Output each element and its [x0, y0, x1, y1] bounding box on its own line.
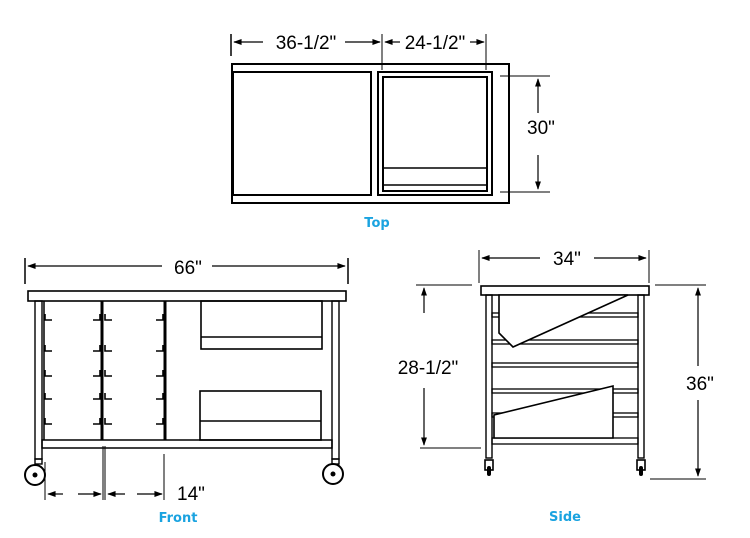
dim-label-inner-height: 28-1/2"	[398, 358, 459, 379]
side-caster-right	[636, 459, 646, 476]
tray-slides	[44, 314, 164, 425]
left-bay-outline	[232, 71, 372, 196]
dim-label-overall-height: 36"	[686, 374, 714, 395]
caster-right	[322, 458, 344, 485]
table-top	[480, 285, 650, 296]
lower-angled-bin	[493, 384, 614, 439]
front-view: 66"	[24, 258, 349, 526]
lower-bin	[199, 390, 322, 441]
dim-label-overall-depth: 34"	[553, 249, 581, 270]
dim-label-width-left: 36-1/2"	[276, 33, 337, 54]
front-right-leg	[331, 300, 340, 460]
side-right-leg	[637, 294, 645, 459]
view-caption-side: Side	[549, 510, 581, 525]
upper-bin	[200, 300, 323, 350]
upper-angled-bin	[498, 294, 629, 348]
view-caption-front: Front	[159, 511, 198, 526]
dim-label-depth: 30"	[527, 118, 555, 139]
front-left-leg	[34, 300, 43, 460]
right-bin-inner	[382, 76, 488, 192]
top-view: 36-1/2" 24-1/2" 30" Top	[230, 33, 555, 231]
side-view: 34" 28-1/2"	[398, 249, 714, 525]
dim-label-overall-width: 66"	[174, 258, 202, 279]
dim-label-width-right: 24-1/2"	[405, 33, 466, 54]
bottom-rail	[41, 439, 333, 449]
table-top	[27, 290, 347, 302]
caster-left	[24, 458, 46, 486]
right-bin-outer	[377, 71, 493, 196]
dim-label-bay-width: 14"	[177, 484, 205, 505]
side-left-leg	[485, 294, 493, 459]
view-caption-top: Top	[364, 216, 389, 231]
side-caster-left	[484, 459, 494, 476]
